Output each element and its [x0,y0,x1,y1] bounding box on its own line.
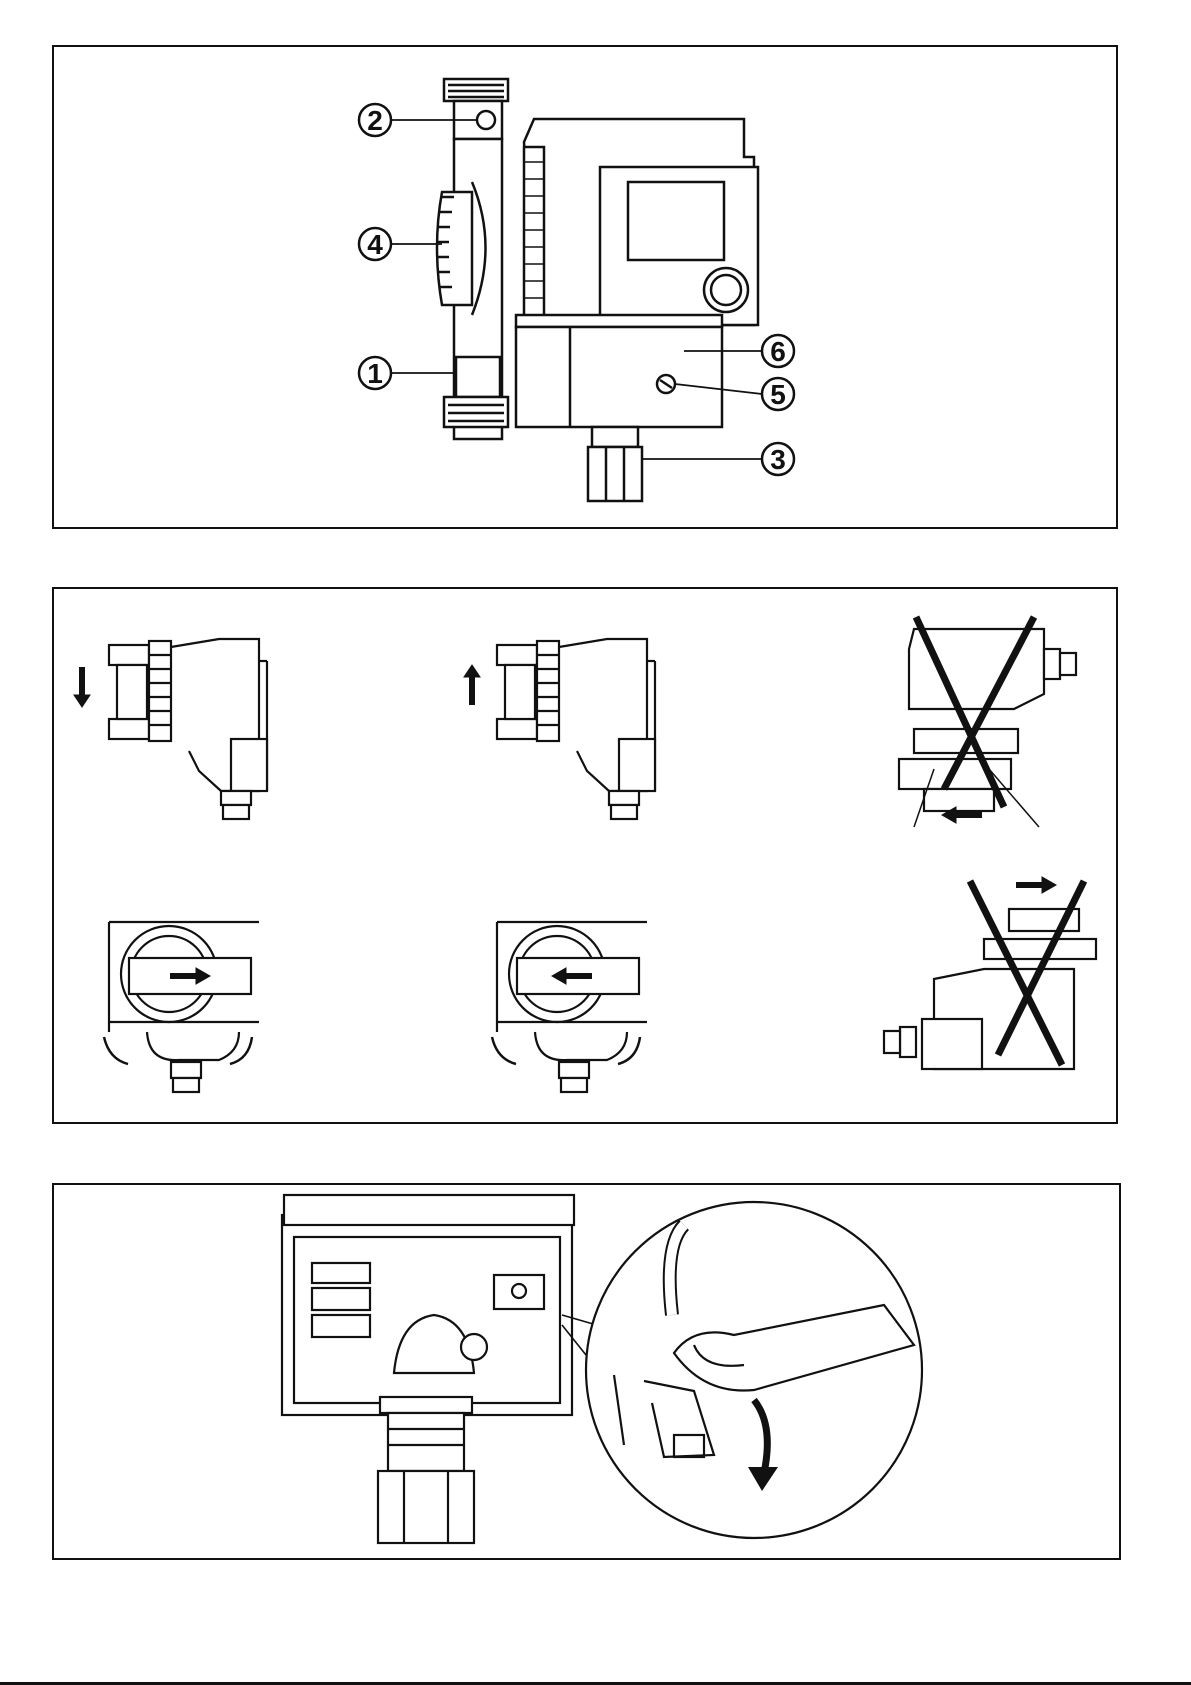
callout-4: 4 [359,228,391,260]
terminal-box [516,315,722,327]
view-horizontal-flow-down [74,639,267,819]
cable-gland-nut [378,1471,474,1543]
flow-arrow-up-icon [464,665,480,705]
terminal-block-left [312,1263,370,1283]
figure-pump-overview: 2 4 1 6 5 3 [52,45,1118,529]
view-motor-above-pipe-not-allowed [884,877,1096,1069]
pump-overview-drawing: 2 4 1 6 5 3 [54,47,1120,531]
svg-text:1: 1 [367,358,383,389]
svg-text:4: 4 [367,229,383,260]
vent-screw [477,111,495,129]
callout-5: 5 [762,378,794,410]
svg-text:6: 6 [770,336,786,367]
svg-text:5: 5 [770,379,786,410]
view-horizontal-flow-up [464,639,655,819]
cable-gland [588,447,642,501]
electrical-connection-drawing [54,1185,1123,1562]
callout-2: 2 [359,104,391,136]
installation-positions-drawing [54,589,1120,1126]
figure-electrical-connection [52,1183,1121,1560]
display-window [628,182,724,260]
callout-1: 1 [359,357,391,389]
view-vertical-flow-left [492,922,647,1092]
figure-installation-positions [52,587,1118,1124]
flow-arrow-down-icon [74,667,90,707]
view-motor-below-pipe-not-allowed [899,617,1076,827]
callout-3: 3 [762,443,794,475]
flow-arrow-right-icon [1016,877,1056,893]
view-vertical-flow-right [104,922,259,1092]
callout-6: 6 [762,335,794,367]
svg-text:3: 3 [770,444,786,475]
svg-text:2: 2 [367,105,383,136]
